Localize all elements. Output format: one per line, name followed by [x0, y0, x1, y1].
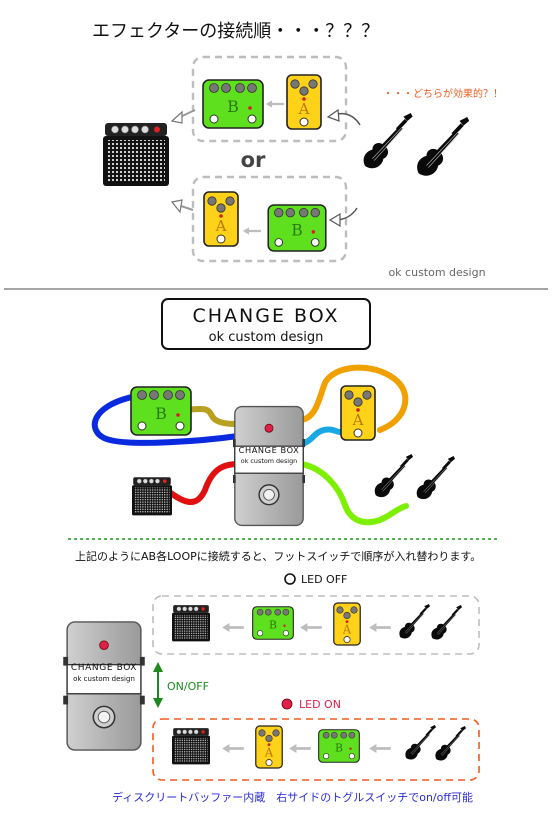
guitar-icon	[431, 605, 463, 640]
device-label: CHANGE BOX	[71, 663, 137, 673]
pedal-b-icon-top	[202, 79, 264, 129]
logo-subtitle: ok custom design	[209, 330, 324, 345]
pedal-a-icon-wiring	[340, 385, 376, 441]
guitar-icon	[435, 726, 467, 761]
top-title: エフェクターの接続順・・・？？？	[92, 21, 379, 42]
device-label: CHANGE BOX	[239, 445, 300, 455]
guitar-icon	[405, 725, 437, 760]
footer-text: ディスクリートバッファー内蔵 右サイドのトグルスイッチでon/off可能	[112, 790, 473, 804]
flow-arrow-icon	[328, 212, 341, 228]
guitar-icon	[399, 604, 431, 639]
guitar-icon	[374, 454, 414, 498]
explain-text: 上記のようにAB各LOOPに接続すると、フットスイッチで順序が入れ替わります。	[75, 549, 481, 563]
flow-arrow-icon	[170, 110, 183, 124]
guitar-icon	[416, 456, 456, 500]
chain-top-frame	[191, 55, 348, 143]
chain-bottom-frame	[191, 175, 348, 263]
guitar-icon	[416, 117, 470, 177]
led-on-icon	[281, 698, 293, 710]
changebox-device-large	[62, 621, 146, 751]
arrow-icon	[243, 227, 261, 235]
flow-arrow-icon	[326, 108, 340, 122]
flow-arrow-icon	[170, 199, 183, 214]
pedal-a-icon-on	[255, 725, 283, 769]
logo-title: CHANGE BOX	[193, 305, 340, 327]
pedal-b-icon-wiring	[130, 386, 192, 436]
cable-orange	[298, 364, 409, 433]
led-off-label: LED OFF	[301, 573, 347, 586]
device-sublabel: ok custom design	[241, 457, 297, 465]
led-off-icon	[284, 573, 296, 585]
pedal-a-icon-off	[333, 602, 361, 646]
cable-cyan	[298, 426, 343, 447]
updown-arrow-icon	[153, 662, 163, 708]
arrow-icon	[266, 100, 284, 108]
amp-icon-off	[172, 604, 210, 642]
arrow-icon	[369, 623, 391, 632]
led-on-label: LED ON	[299, 698, 341, 711]
cable-green	[298, 461, 409, 526]
cable-red	[161, 461, 241, 505]
arrow-icon	[222, 744, 244, 753]
pedal-a-icon-top	[286, 74, 322, 130]
credit-text: ok custom design	[388, 266, 485, 279]
pedal-b-icon-on	[318, 729, 360, 763]
onoff-label: ON/OFF	[167, 680, 209, 693]
arrow-icon	[369, 744, 391, 753]
guitar-icon	[363, 113, 413, 169]
or-label: or	[241, 148, 266, 172]
chain-off-frame	[152, 595, 480, 655]
cable-blue	[91, 394, 241, 446]
changebox-device	[233, 405, 305, 527]
arrow-icon	[222, 623, 244, 632]
device-sublabel: ok custom design	[73, 675, 135, 683]
pedal-b-icon-off	[252, 606, 294, 640]
chain-on-frame	[152, 718, 480, 781]
amp-icon-top	[103, 122, 169, 187]
pedal-a-icon-mid	[203, 191, 239, 247]
amp-icon-on	[172, 727, 210, 765]
amp-icon-wiring	[132, 476, 172, 516]
logo-box	[161, 298, 371, 350]
cable-olive	[181, 405, 239, 427]
arrow-icon	[289, 744, 311, 753]
question-text: ・・・どちらが効果的？！	[383, 87, 503, 100]
arrow-icon	[300, 623, 322, 632]
pedal-b-icon-mid	[267, 204, 327, 252]
